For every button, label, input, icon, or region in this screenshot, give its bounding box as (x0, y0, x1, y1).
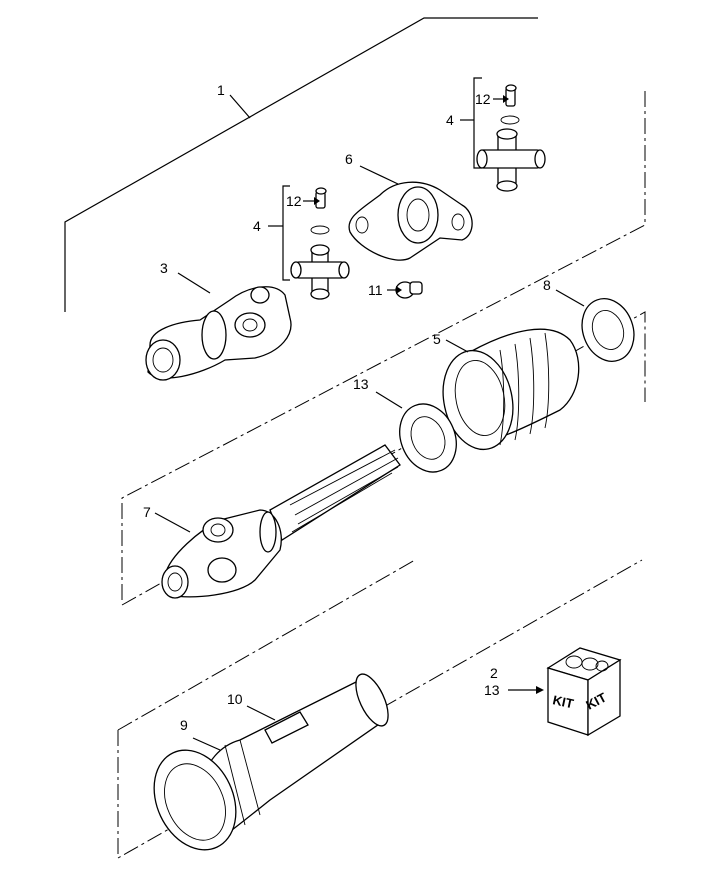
splined-yoke-part-7 (154, 444, 401, 599)
callout-9: 9 (180, 717, 188, 733)
cross-kit-part-4-upper (460, 77, 546, 192)
yoke-assembly-part-3 (145, 272, 292, 381)
callout-3: 3 (160, 260, 168, 276)
shield-part-5 (442, 328, 580, 451)
grease-fitting-part-12-lower (303, 187, 327, 209)
fitting-part-11 (387, 281, 423, 299)
assembly-bracket-1 (64, 17, 538, 312)
flange-yoke-part-6 (348, 165, 473, 261)
callout-13-kit: 13 (484, 682, 500, 698)
ring-part-13 (375, 391, 457, 473)
kit-box (508, 647, 622, 737)
callout-12-lower: 12 (286, 193, 302, 209)
ring-part-8 (555, 289, 635, 362)
decal-part-10 (246, 705, 309, 744)
callout-13-shaft: 13 (353, 376, 369, 392)
guard-tube-part-9 (153, 673, 389, 851)
callout-4-upper: 4 (446, 112, 454, 128)
callout-6: 6 (345, 151, 353, 167)
grease-fitting-part-12-upper (493, 84, 517, 107)
callout-10: 10 (227, 691, 243, 707)
callout-8: 8 (543, 277, 551, 293)
callout-11: 11 (368, 282, 383, 298)
callout-4-lower: 4 (253, 218, 261, 234)
cross-kit-part-4-lower (268, 185, 350, 300)
callout-5: 5 (433, 331, 441, 347)
kit-label-front: KIT (551, 692, 575, 711)
callout-1: 1 (217, 82, 225, 98)
callout-7: 7 (143, 504, 151, 520)
callout-2: 2 (490, 665, 498, 681)
callout-12-upper: 12 (475, 91, 491, 107)
